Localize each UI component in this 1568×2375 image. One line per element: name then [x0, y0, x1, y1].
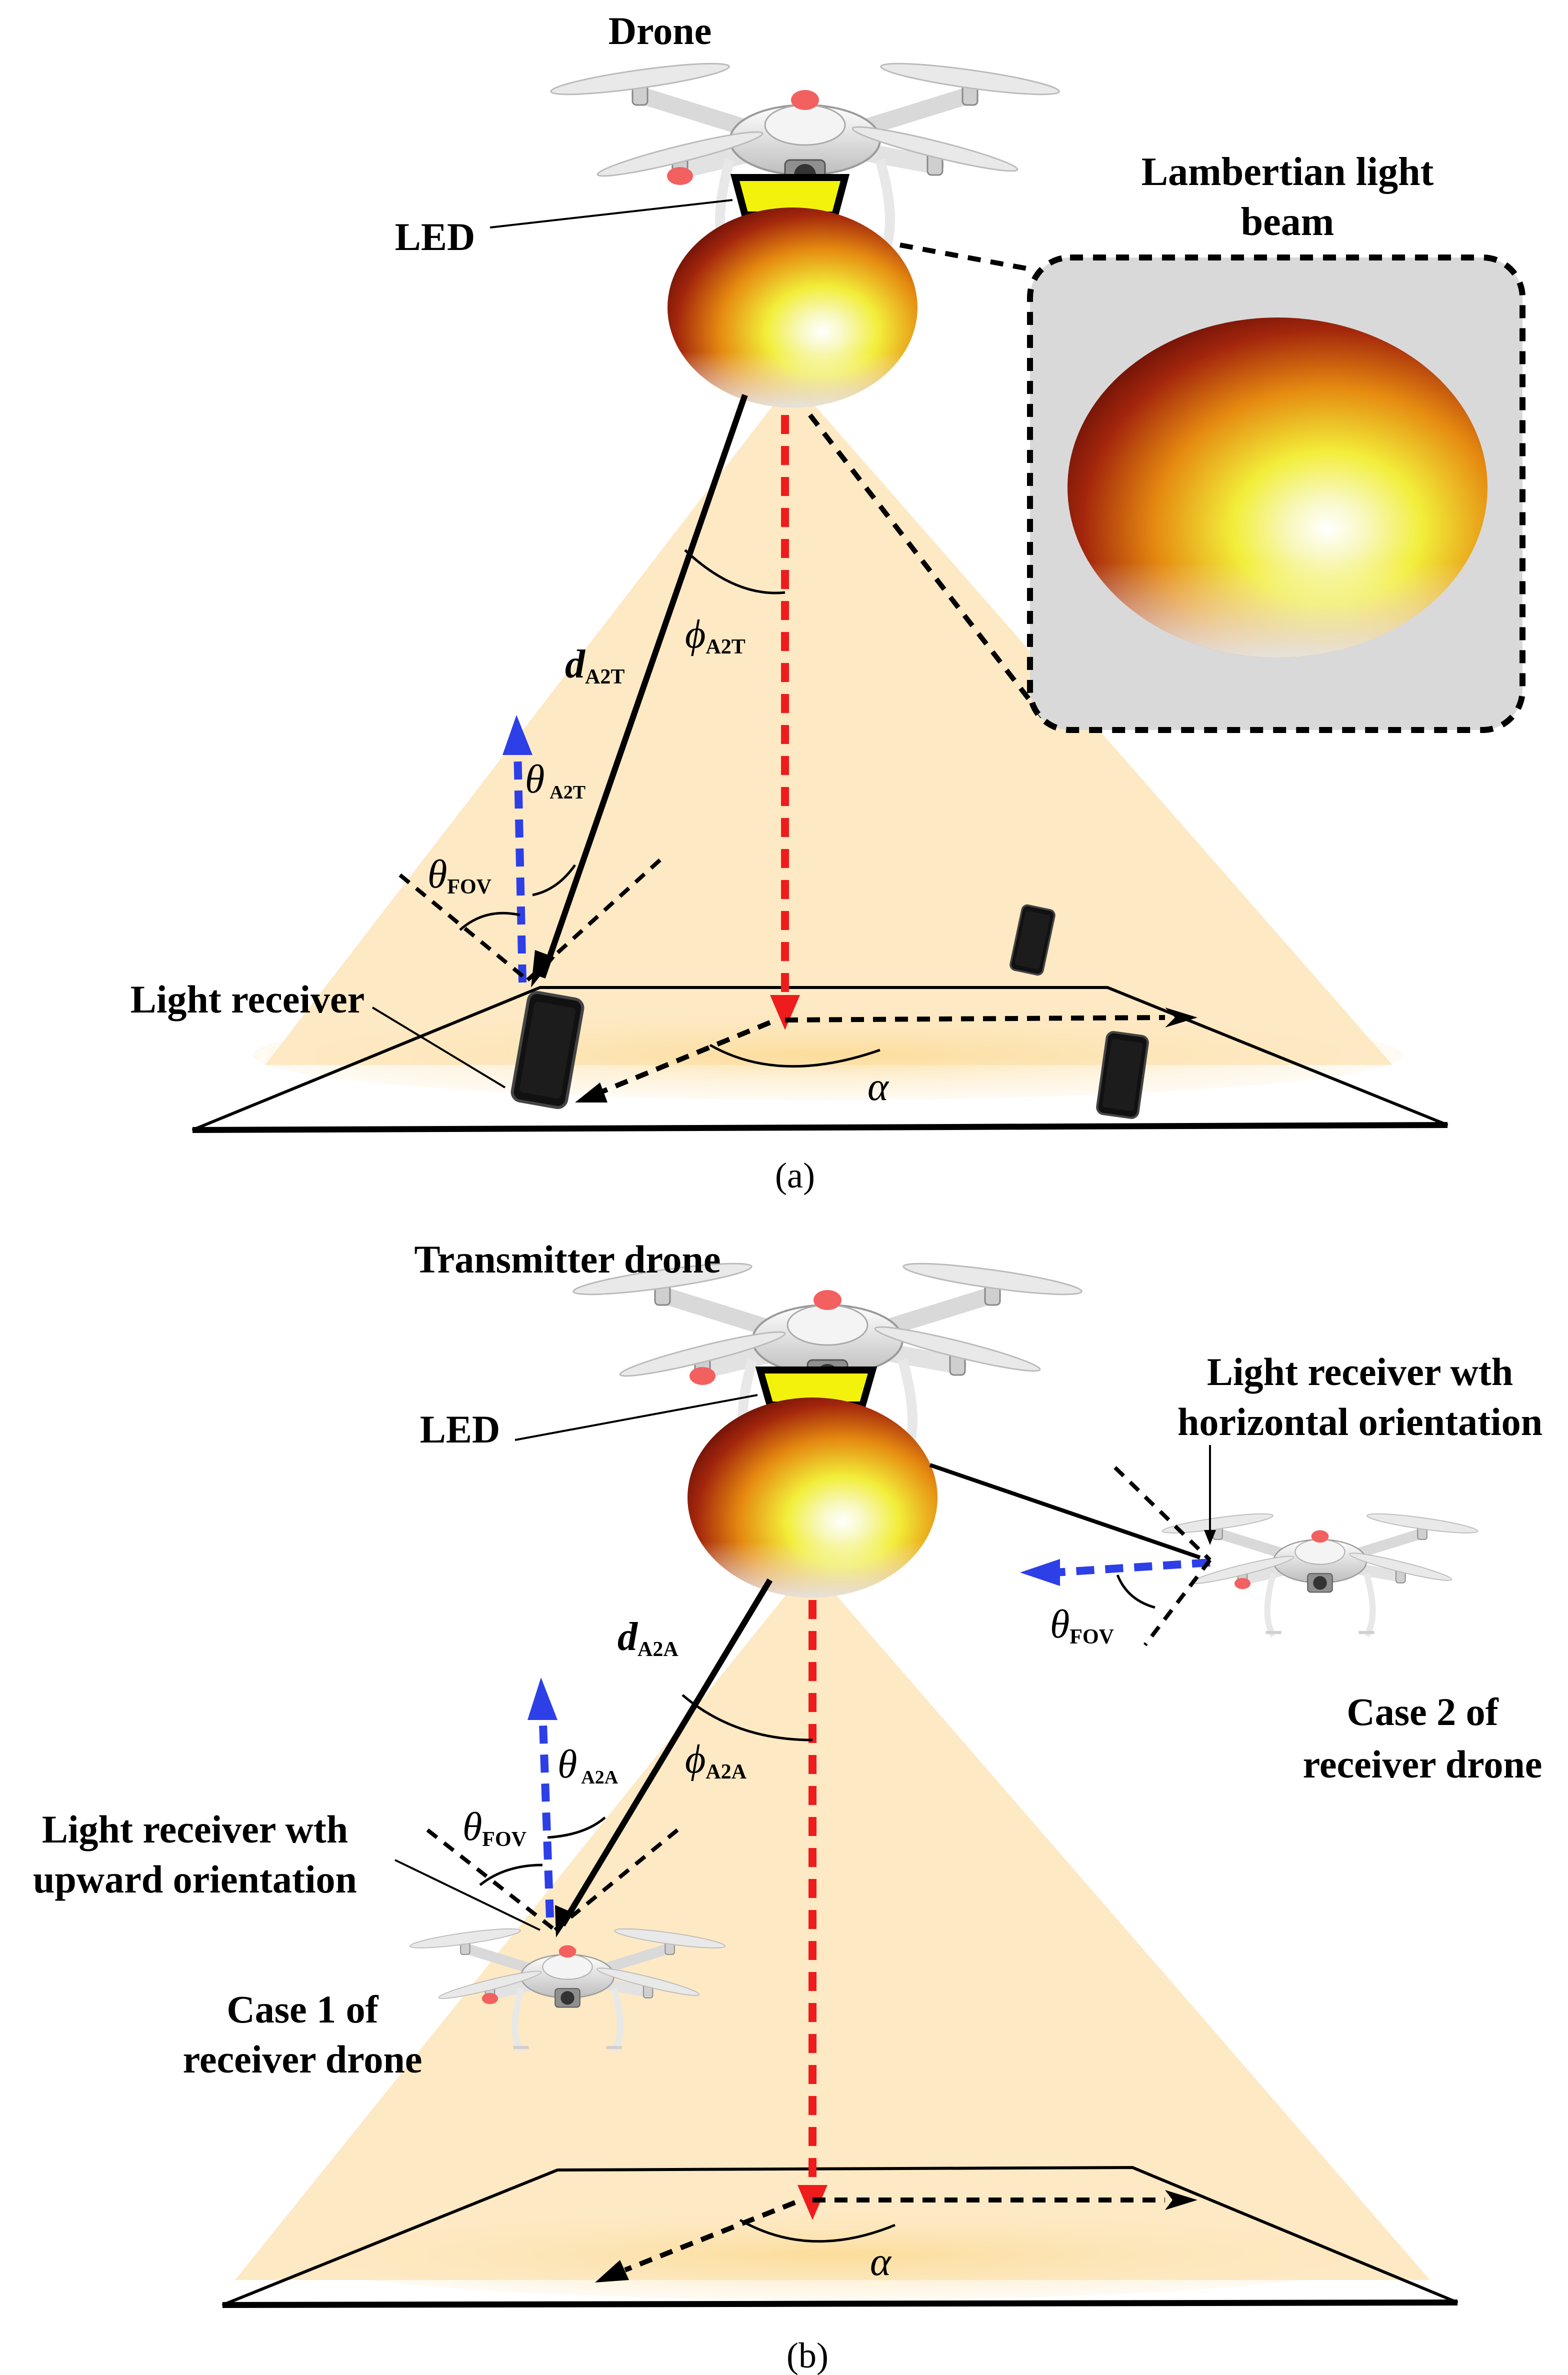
phi-a2a-label: ϕA2A — [685, 1738, 747, 1784]
led-b — [755, 1366, 878, 1408]
inset-lambertian-beam — [1027, 254, 1526, 733]
phi-a2t-label: ϕA2T — [685, 612, 746, 658]
horiz-receiver-label-line2: horizontal orientation — [1178, 1400, 1542, 1444]
case2-label-line2: receiver drone — [1303, 1742, 1542, 1786]
lambertian-beam-sphere-b — [688, 1398, 938, 1598]
panel-b: Transmitter drone LED Light receiver wth… — [33, 1238, 1542, 2375]
led-label-b: LED — [420, 1408, 500, 1451]
fov-line-top-b2 — [1114, 1466, 1212, 1562]
beam-cone-b — [235, 1565, 1430, 2280]
fov-line-right-a — [526, 858, 662, 982]
light-receiver-label-a: Light receiver — [130, 978, 365, 1021]
theta-fov-label-b2: θFOV — [1050, 1602, 1114, 1648]
theta-fov-label-b1: θFOV — [462, 1805, 526, 1851]
beam-cone-a — [265, 380, 1392, 1065]
case2-label-line1: Case 2 of — [1346, 1690, 1498, 1734]
transmitter-drone-label: Transmitter drone — [414, 1238, 720, 1281]
case1-label-line1: Case 1 of — [226, 1988, 378, 2031]
drone-label-a: Drone — [608, 9, 712, 52]
up-receiver-label-line1: Light receiver wth — [42, 1808, 348, 1851]
inset-title-a-line1: Lambertian light — [1142, 150, 1434, 194]
blue-normal-a — [514, 747, 526, 983]
up-receiver-label-line2: upward orientation — [33, 1858, 357, 1901]
fov-line-left-a — [398, 873, 529, 982]
ground-glow-b — [270, 2210, 1400, 2300]
alpha-label-a: α — [868, 1065, 890, 1109]
ground-glow-a — [252, 1010, 1402, 1100]
horiz-receiver-label-line1: Light receiver wth — [1207, 1350, 1513, 1394]
blue-normal-horizontal — [1054, 1558, 1210, 1576]
panel-a: Drone LED Lambertian light beam Light re… — [130, 9, 1526, 1196]
d-a2a-label: dA2A — [618, 1615, 678, 1661]
inset-title-a-line2: beam — [1241, 200, 1334, 244]
alpha-label-b: α — [870, 2240, 892, 2284]
link-line-horizontal — [929, 1463, 1201, 1560]
link-line-a2t — [540, 394, 748, 978]
led-label-a: LED — [395, 215, 475, 258]
caption-a: (a) — [775, 1156, 815, 1196]
d-a2t-label: dA2T — [565, 642, 624, 688]
caption-b: (b) — [786, 2336, 828, 2375]
theta-fov-label-a: θFOV — [428, 852, 492, 898]
case1-label-line2: receiver drone — [183, 2038, 422, 2081]
blue-normal-upward — [538, 1710, 554, 1918]
fov-line-left-b — [426, 1828, 556, 1932]
fov-line-bottom-b2 — [1143, 1558, 1212, 1646]
fov-line-right-b — [554, 1828, 679, 1932]
link-line-a2a — [560, 1578, 773, 1927]
lambertian-beam-sphere-a — [668, 208, 918, 408]
